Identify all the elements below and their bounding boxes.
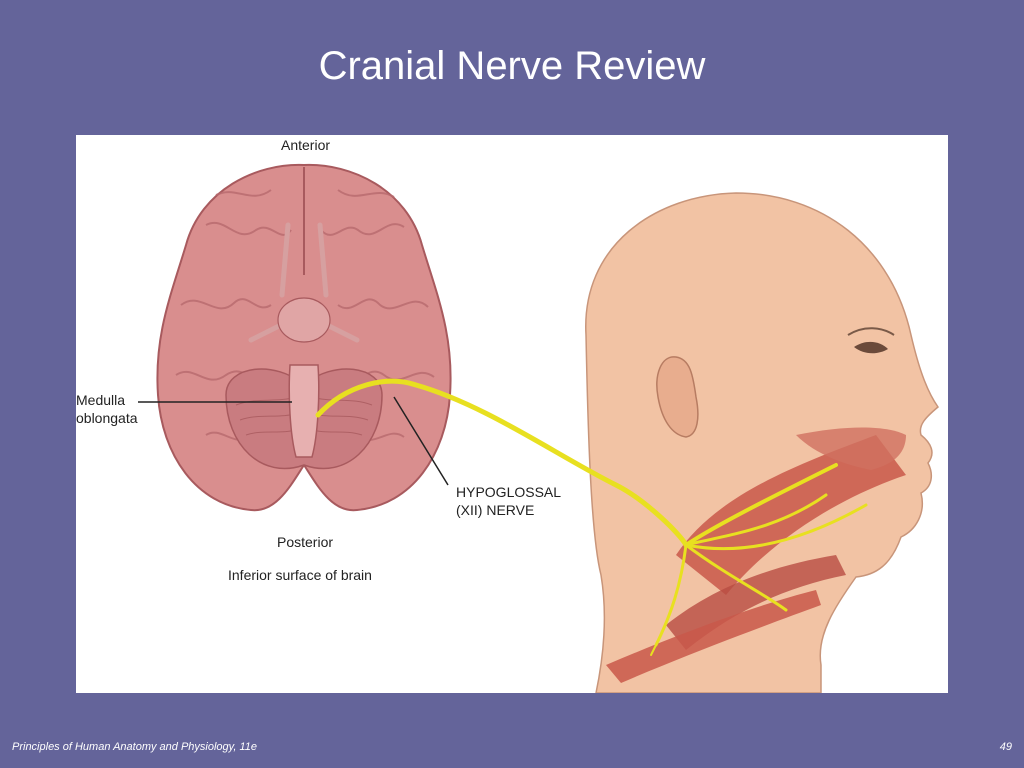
label-anterior: Anterior — [281, 137, 331, 153]
anatomy-illustration — [138, 163, 940, 693]
eye — [854, 341, 888, 354]
medulla-oblongata — [288, 364, 320, 458]
label-medulla-line1: Medulla — [76, 392, 126, 408]
figure-caption: Inferior surface of brain — [228, 567, 372, 583]
page-number: 49 — [999, 741, 1012, 753]
ear — [656, 356, 699, 438]
slide-title: Cranial Nerve Review — [318, 44, 706, 88]
anatomy-figure: Anterior Medulla oblongata HYPOGLOSSAL (… — [76, 135, 948, 693]
footer-source: Principles of Human Anatomy and Physiolo… — [12, 741, 257, 753]
label-medulla-line2: oblongata — [76, 410, 138, 426]
head-outline — [585, 192, 940, 693]
nerve-leader-line — [393, 396, 449, 486]
label-posterior: Posterior — [277, 534, 334, 550]
hypoglossal-nerve — [315, 378, 868, 656]
brain-inferior-view — [156, 163, 452, 512]
label-nerve-line2: (XII) NERVE — [456, 502, 535, 518]
head-profile — [585, 192, 940, 693]
label-nerve-line1: HYPOGLOSSAL — [456, 484, 562, 500]
